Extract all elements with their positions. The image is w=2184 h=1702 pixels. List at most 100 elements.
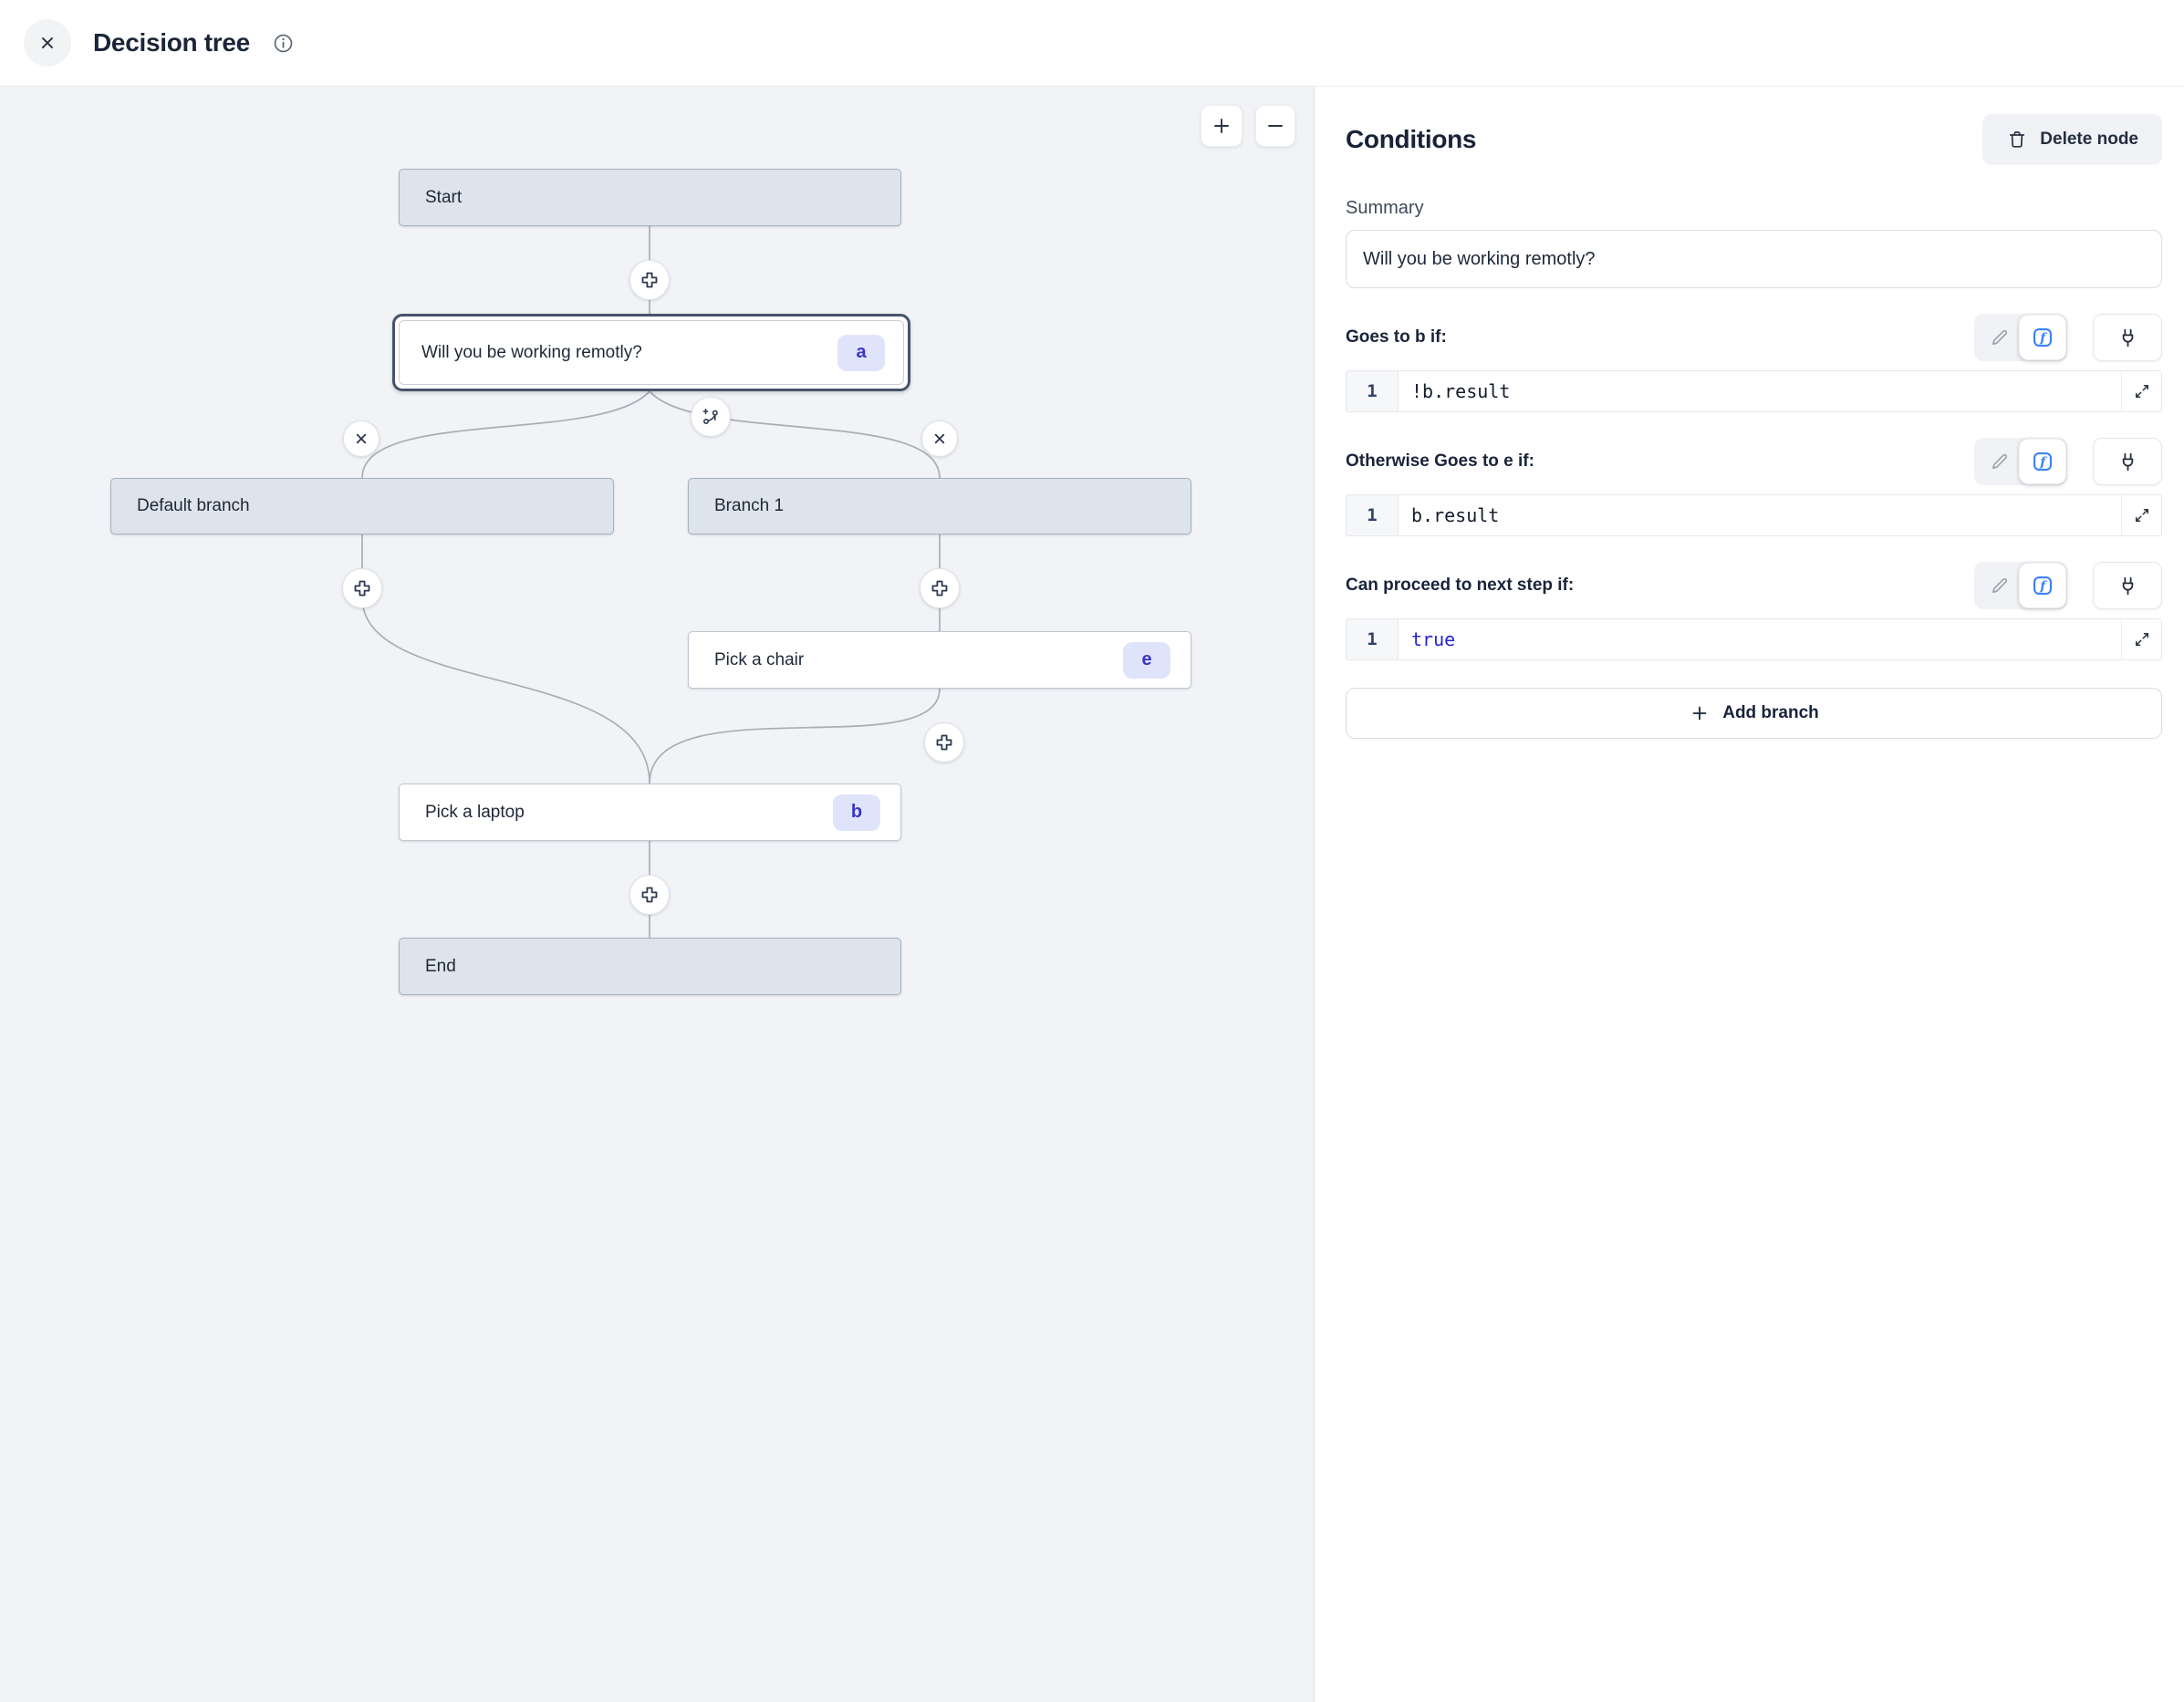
- node-badge: b: [833, 794, 880, 831]
- plug-icon: [2122, 328, 2133, 347]
- add-branch-label: Add branch: [1722, 703, 1819, 722]
- add-node-button[interactable]: [629, 875, 670, 915]
- x-icon: [42, 37, 53, 48]
- node-badge: a: [837, 334, 885, 371]
- plus-icon: [936, 734, 952, 751]
- node-badge: e: [1123, 641, 1170, 679]
- summary-label: Summary: [1346, 198, 1424, 218]
- expand-editor-button[interactable]: [2121, 619, 2161, 659]
- expand-editor-button[interactable]: [2121, 495, 2161, 535]
- plug-button[interactable]: [2093, 562, 2162, 609]
- add-branch-button[interactable]: Add branch: [1346, 688, 2162, 739]
- svg-text:f: f: [2039, 455, 2048, 470]
- expand-icon: [2135, 509, 2148, 522]
- plug-button[interactable]: [2093, 438, 2162, 485]
- fx-icon: f: [2033, 451, 2053, 472]
- fx-mode-button[interactable]: f: [2019, 315, 2066, 360]
- expand-icon: [2135, 385, 2148, 398]
- add-node-button[interactable]: [629, 260, 670, 300]
- plug-icon: [2122, 576, 2133, 595]
- close-button[interactable]: [24, 19, 71, 67]
- remove-branch-button[interactable]: [343, 420, 380, 457]
- summary-input[interactable]: [1346, 230, 2162, 288]
- node-end[interactable]: End: [399, 938, 901, 995]
- edge-layer: [361, 226, 941, 938]
- condition-label: Goes to b if:: [1346, 327, 1447, 347]
- pencil-mode-button[interactable]: [1978, 317, 2020, 358]
- node-label: Start: [425, 187, 463, 207]
- minus-icon: [1268, 125, 1283, 127]
- remove-branch-button[interactable]: [921, 420, 958, 457]
- condition-label: Can proceed to next step if:: [1346, 576, 1575, 595]
- fx-icon: f: [2033, 327, 2053, 348]
- panel-title: Conditions: [1346, 125, 1477, 153]
- mode-segmented-control: f: [1974, 438, 2067, 485]
- edge: [361, 390, 650, 479]
- delete-node-label: Delete node: [2040, 130, 2138, 149]
- info-icon[interactable]: [272, 32, 295, 55]
- expand-editor-button[interactable]: [2121, 371, 2161, 411]
- add-node-button[interactable]: [920, 568, 960, 608]
- mode-segmented-control: f: [1974, 562, 2067, 609]
- add-branch-connector-button[interactable]: [691, 397, 731, 437]
- code-editor[interactable]: 1 !b.result: [1346, 370, 2162, 412]
- condition-row: Otherwise Goes to e if:: [1346, 438, 2162, 536]
- code-text: !b.result: [1411, 380, 1511, 402]
- plus-icon: [931, 580, 948, 597]
- zoom-in-button[interactable]: [1201, 105, 1243, 147]
- trash-icon: [2010, 131, 2025, 148]
- add-node-button[interactable]: [924, 722, 964, 763]
- header: Decision tree: [0, 0, 2184, 87]
- plug-icon: [2122, 452, 2133, 471]
- plug-button[interactable]: [2093, 314, 2162, 361]
- pencil-icon: [1992, 453, 2007, 469]
- editor-mode-toolbar: f: [1974, 314, 2162, 361]
- add-node-button[interactable]: [342, 568, 382, 608]
- panel-header: Conditions Delete node: [1346, 114, 2162, 165]
- plus-icon: [354, 580, 370, 597]
- svg-text:f: f: [2039, 579, 2048, 594]
- page-title: Decision tree: [93, 28, 250, 57]
- mode-segmented-control: f: [1974, 314, 2067, 361]
- code-text: b.result: [1411, 504, 1500, 526]
- condition-label: Otherwise Goes to e if:: [1346, 451, 1534, 471]
- code-text: true: [1411, 628, 1456, 650]
- editor-mode-toolbar: f: [1974, 438, 2162, 485]
- branch-plus-icon: [702, 409, 718, 425]
- pencil-icon: [1992, 577, 2007, 593]
- pencil-mode-button[interactable]: [1978, 441, 2020, 482]
- x-icon: [356, 433, 367, 444]
- fx-mode-button[interactable]: f: [2019, 439, 2066, 484]
- node-question[interactable]: Will you be working remotly? a: [392, 314, 910, 391]
- plus-icon: [1692, 706, 1707, 721]
- x-icon: [934, 433, 945, 444]
- node-pick-chair[interactable]: Pick a chair e: [688, 631, 1191, 689]
- node-branch-1[interactable]: Branch 1: [688, 478, 1191, 534]
- delete-node-button[interactable]: Delete node: [1982, 114, 2162, 165]
- pencil-mode-button[interactable]: [1978, 566, 2020, 606]
- flow-canvas[interactable]: Start Will you be working remotly? a Def…: [0, 87, 1315, 1702]
- node-label: Will you be working remotly?: [421, 342, 642, 362]
- node-pick-laptop[interactable]: Pick a laptop b: [399, 784, 901, 841]
- node-label: Branch 1: [714, 496, 785, 515]
- edge: [361, 534, 650, 784]
- condition-row: Can proceed to next step if:: [1346, 562, 2162, 660]
- line-number: 1: [1347, 619, 1399, 659]
- editor-mode-toolbar: f: [1974, 562, 2162, 609]
- node-label: Pick a chair: [714, 649, 805, 669]
- code-editor[interactable]: 1 b.result: [1346, 494, 2162, 536]
- plus-icon: [641, 272, 658, 288]
- condition-row: Goes to b if:: [1346, 314, 2162, 412]
- code-editor[interactable]: 1 true: [1346, 618, 2162, 660]
- expand-icon: [2135, 633, 2148, 646]
- node-default-branch[interactable]: Default branch: [110, 478, 614, 534]
- plus-icon: [1214, 119, 1229, 133]
- edge: [649, 688, 941, 784]
- svg-text:f: f: [2039, 331, 2048, 346]
- fx-icon: f: [2033, 576, 2053, 596]
- zoom-out-button[interactable]: [1255, 105, 1295, 147]
- node-start[interactable]: Start: [399, 169, 901, 226]
- node-label: End: [425, 956, 456, 976]
- fx-mode-button[interactable]: f: [2019, 563, 2066, 608]
